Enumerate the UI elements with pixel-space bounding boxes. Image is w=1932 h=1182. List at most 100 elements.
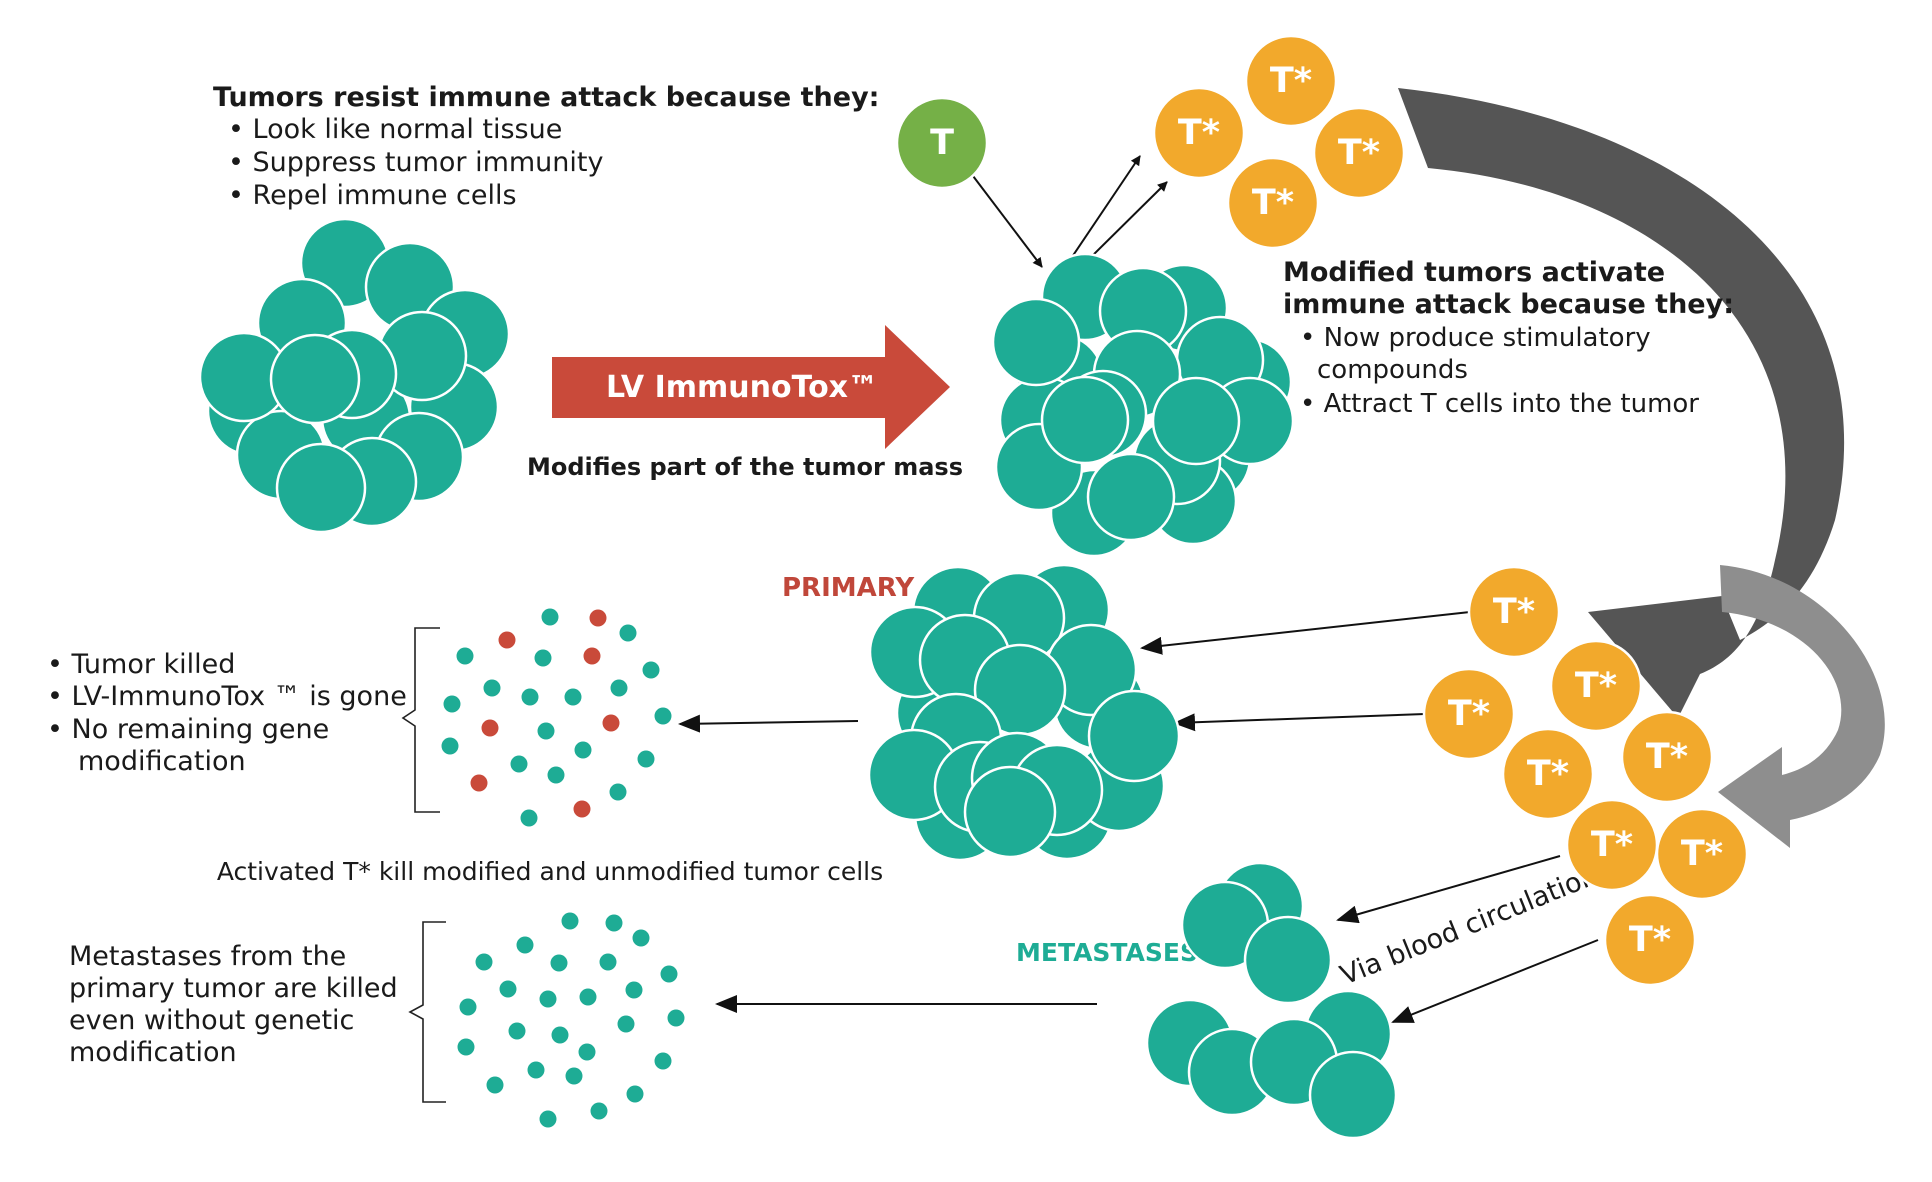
activate-bullet-2: • Attract T cells into the tumor <box>1300 389 1699 419</box>
killed-modified-cell <box>589 609 607 627</box>
killed-cell <box>521 688 539 706</box>
activated-t-cell-label: T* <box>1591 825 1633 865</box>
killed-cell <box>483 679 501 697</box>
primary-outcome-bullet-3-cont: modification <box>78 746 246 777</box>
primary-killed-cells <box>441 608 672 827</box>
resist-bullet-3: • Repel immune cells <box>228 180 517 211</box>
activated-t-cell: T* <box>1467 565 1561 659</box>
metastasis-cell <box>1308 1050 1398 1140</box>
killed-cell <box>660 965 678 983</box>
killed-cell <box>547 766 565 784</box>
metastases-outcome-bracket <box>408 921 446 1103</box>
primary-tumor <box>867 563 1181 862</box>
arrow-primary-to-outcome <box>678 714 859 733</box>
activated-t-cell: T* <box>1244 34 1338 128</box>
killed-cell <box>610 679 628 697</box>
activate-heading-line1: Modified tumors activate <box>1283 257 1665 288</box>
untreated-tumor-cell <box>275 442 367 534</box>
arrow-tstar-to-primary-1 <box>1140 611 1471 655</box>
activated-t-cell: T* <box>1620 710 1714 804</box>
killed-cell <box>605 914 623 932</box>
modified-tumor-cell <box>991 297 1081 387</box>
activated-t-cell-label: T* <box>1681 834 1723 874</box>
activated-t-cell-label: T* <box>1338 133 1380 173</box>
activated-t-cell-label: T* <box>1493 592 1535 632</box>
killed-cell <box>520 809 538 827</box>
activated-t-cell-body <box>1152 86 1246 180</box>
killed-cell <box>537 722 555 740</box>
activated-t-cell: T* <box>1312 106 1406 200</box>
arrow-tumor-to-tstar-1 <box>1071 155 1141 258</box>
activated-t-cell: T* <box>1565 798 1659 892</box>
naive-t-cell-label: T <box>930 123 954 163</box>
metastases-outcome-line-4: modification <box>69 1037 237 1068</box>
naive-t-cell: T <box>895 96 989 190</box>
activated-t-cell-label: T* <box>1270 61 1312 101</box>
killed-cell <box>564 688 582 706</box>
killed-cell <box>654 1052 672 1070</box>
treatment-arrow <box>552 325 950 449</box>
killed-cell <box>578 1043 596 1061</box>
activated-t-cell-label: T* <box>1646 737 1688 777</box>
primary-outcome-text: • Tumor killed • LV-ImmunoTox ™ is gone … <box>47 649 407 777</box>
killed-cell <box>516 936 534 954</box>
treatment-arrow-label: LV ImmunoTox™ <box>606 370 878 405</box>
activated-t-cell-label: T* <box>1252 183 1294 223</box>
killed-cell <box>534 649 552 667</box>
circulation-arrow-dark <box>1398 88 1845 718</box>
killed-cell <box>654 707 672 725</box>
activated-t-cell-body <box>1603 893 1697 987</box>
activate-bullet-1-cont: compounds <box>1317 355 1468 385</box>
t-cells: TT*T*T*T*T*T*T*T*T*T*T*T* <box>895 34 1749 987</box>
killed-modified-cell <box>481 719 499 737</box>
killed-cell <box>565 1067 583 1085</box>
killed-modified-cell <box>602 714 620 732</box>
killed-cell <box>456 647 474 665</box>
killed-cell <box>441 737 459 755</box>
modified-tumor-cell <box>1086 452 1176 542</box>
activated-t-cell-label: T* <box>1629 920 1671 960</box>
killed-cell <box>617 1015 635 1033</box>
killed-cell <box>579 988 597 1006</box>
activated-t-cell: T* <box>1501 727 1595 821</box>
arrow-tstar-to-primary-2 <box>1173 713 1426 732</box>
treatment-caption: Modifies part of the tumor mass <box>527 453 963 481</box>
metastasis-cell <box>1243 915 1333 1005</box>
activated-t-cell-body <box>1467 565 1561 659</box>
activated-t-cell-body <box>1226 156 1320 250</box>
killed-cell <box>527 1061 545 1079</box>
arrow-tstar-to-metastasis-1 <box>1336 855 1561 924</box>
blood-circulation-label: Via blood circulation <box>1336 860 1602 992</box>
activated-t-cell: T* <box>1603 893 1697 987</box>
killed-modified-cell <box>470 774 488 792</box>
resist-text-block: Tumors resist immune attack because they… <box>213 82 879 211</box>
killed-cell <box>486 1076 504 1094</box>
primary-outcome-bullet-3: • No remaining gene <box>47 714 329 745</box>
killed-cell <box>539 1110 557 1128</box>
killed-cell <box>590 1102 608 1120</box>
activated-t-cell-label: T* <box>1527 754 1569 794</box>
activated-t-cell-body <box>1549 639 1643 733</box>
killed-cell <box>599 953 617 971</box>
activated-t-cell-label: T* <box>1448 694 1490 734</box>
metastases-killed-cells <box>457 912 685 1128</box>
killed-cell <box>637 750 655 768</box>
metastases-label: METASTASES <box>1016 938 1198 967</box>
metastases-outcome-line-3: even without genetic <box>69 1005 354 1036</box>
activated-t-cell: T* <box>1549 639 1643 733</box>
modified-tumor-cell <box>1040 375 1130 465</box>
killed-cell <box>626 1085 644 1103</box>
activate-bullet-1: • Now produce stimulatory <box>1300 323 1651 353</box>
killed-cell <box>459 998 477 1016</box>
killed-cell <box>457 1038 475 1056</box>
primary-tumor-cell <box>963 765 1057 859</box>
killed-cell <box>443 695 461 713</box>
modified-tumor-cell <box>1151 376 1241 466</box>
activated-t-cell-body <box>1620 710 1714 804</box>
arrow-tumor-to-tstar-2 <box>1085 181 1168 263</box>
killed-modified-cell <box>573 800 591 818</box>
naive-t-cell-body <box>895 96 989 190</box>
resist-heading: Tumors resist immune attack because they… <box>213 82 879 113</box>
activated-t-cell: T* <box>1226 156 1320 250</box>
